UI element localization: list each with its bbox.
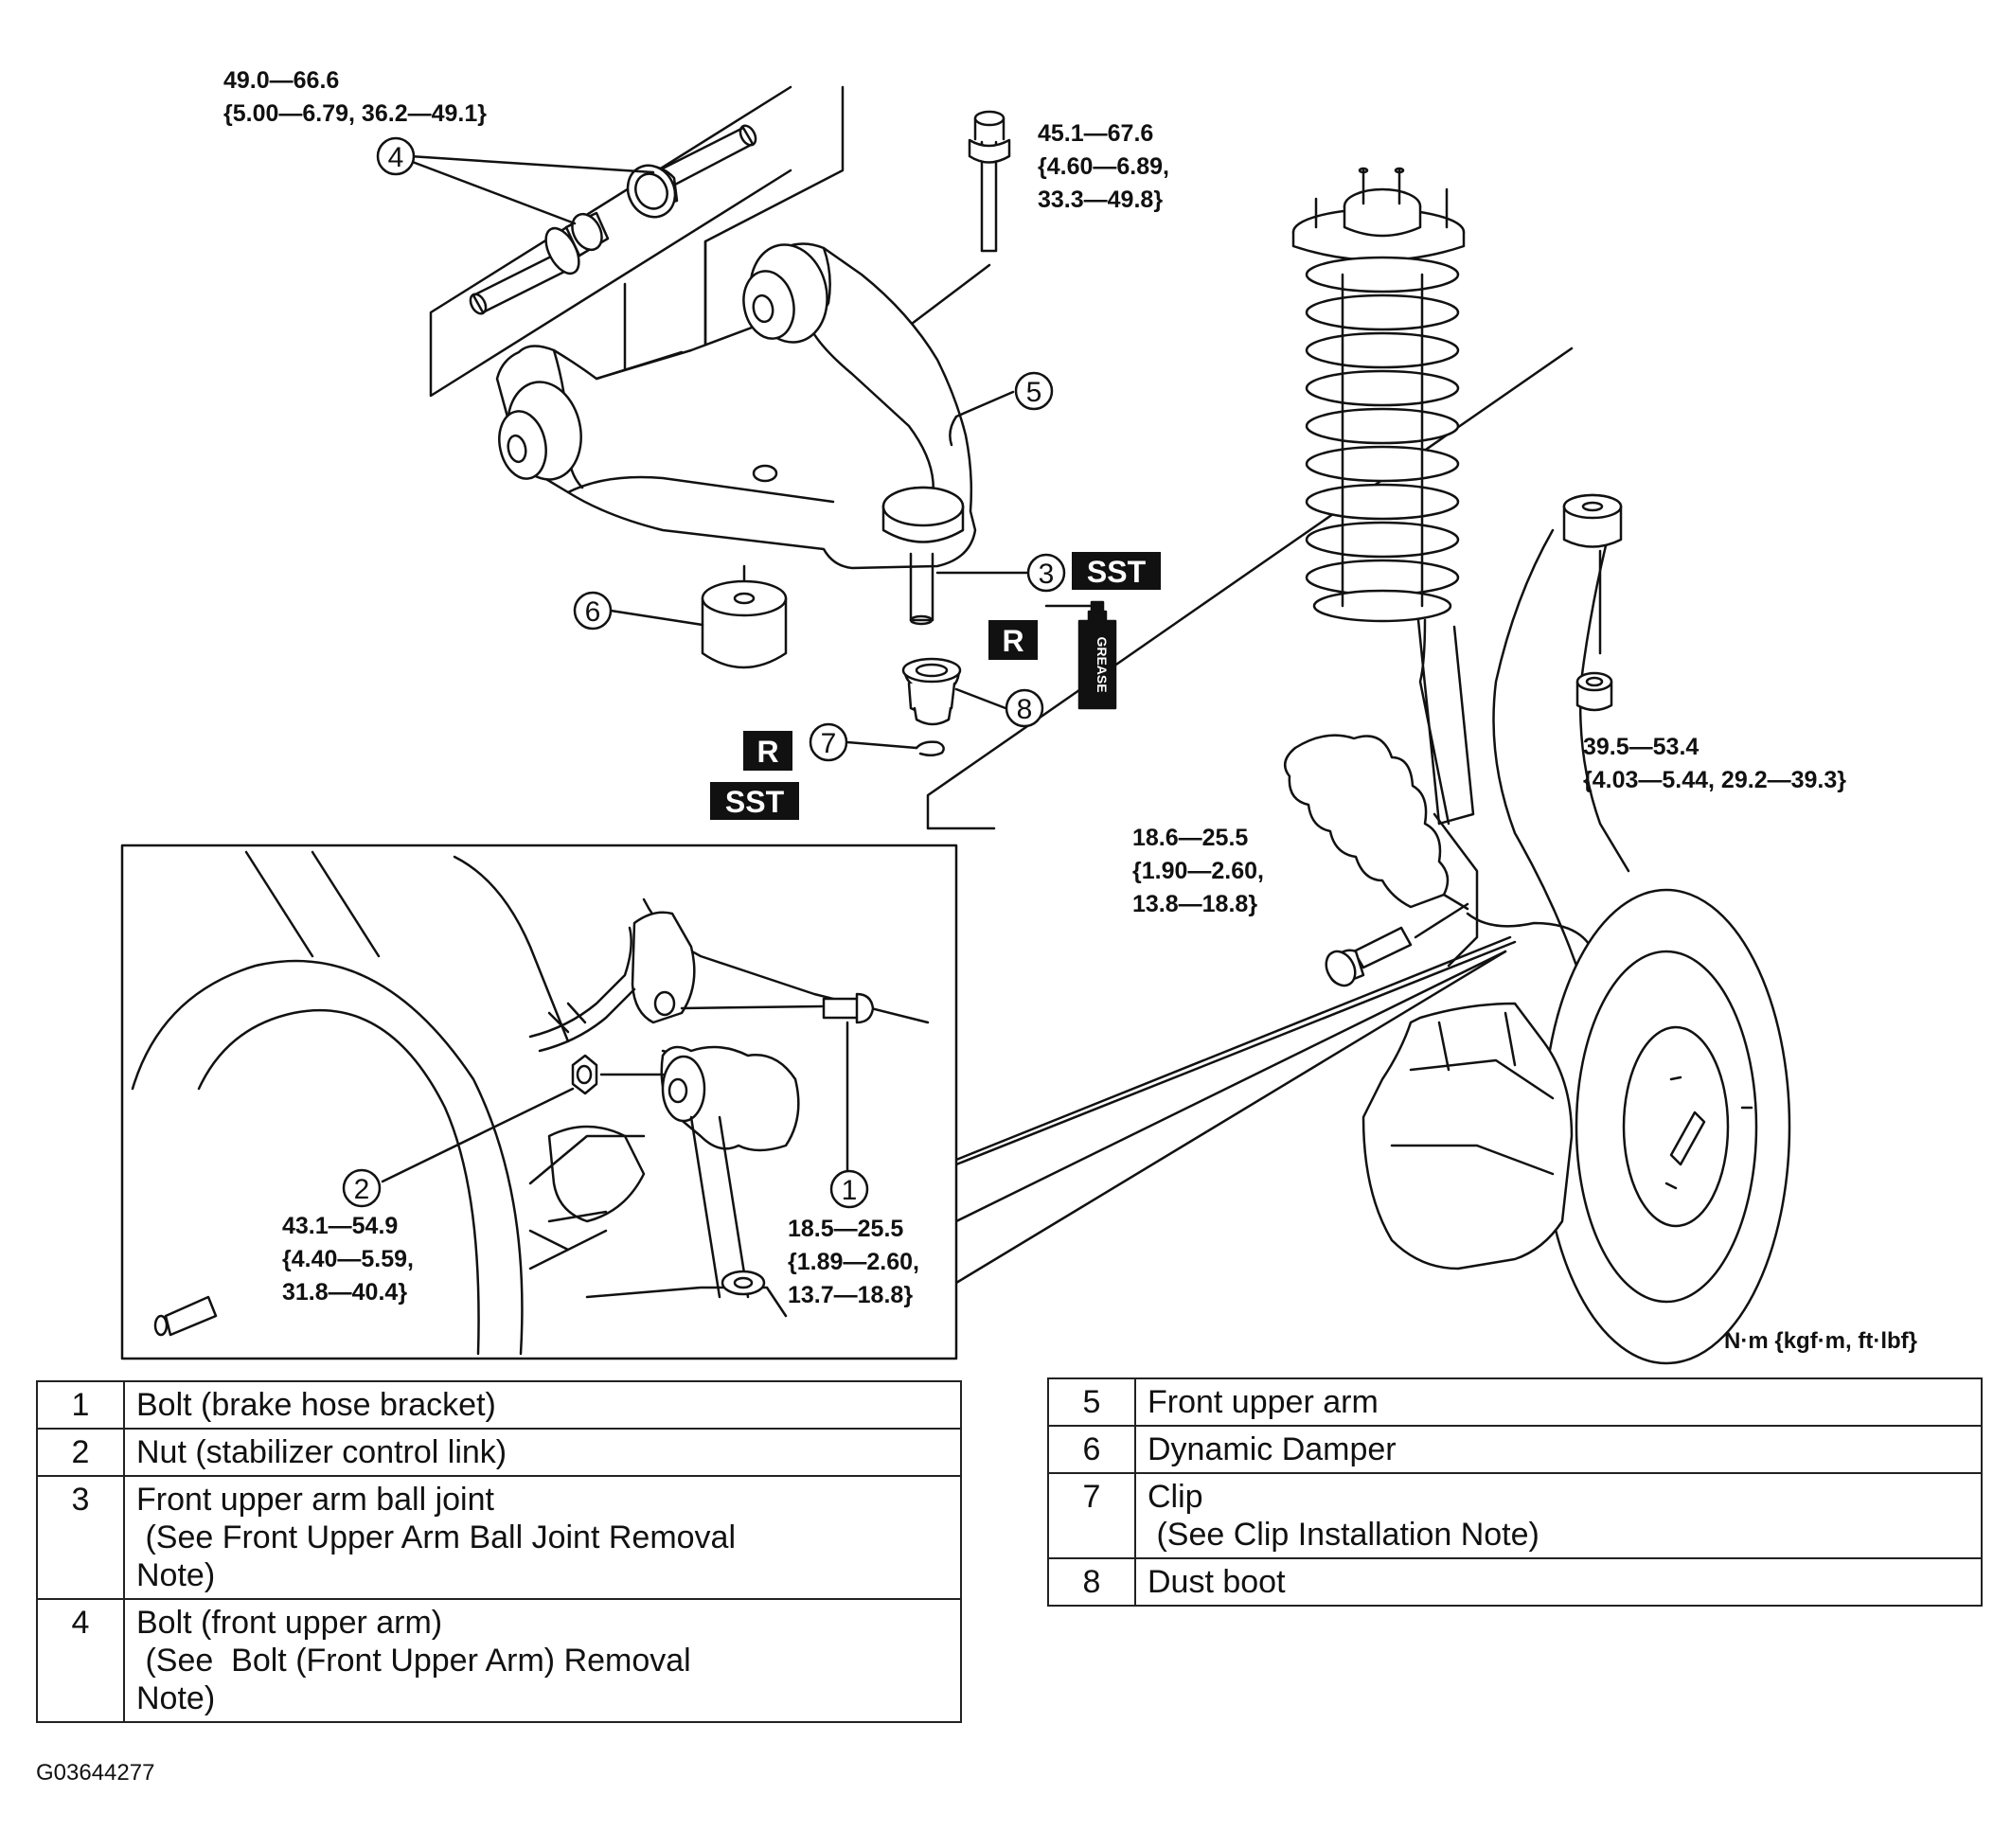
dust-boot — [901, 657, 962, 726]
parts-legend-left: 1 Bolt (brake hose bracket) 2 Nut (stabi… — [36, 1380, 962, 1723]
figure-code: G03644277 — [36, 1760, 154, 1786]
legend-description: Nut (stabilizer control link) — [123, 1428, 962, 1477]
svg-text:SST: SST — [725, 785, 785, 819]
brake-hose — [954, 912, 1593, 1285]
legend-row: 3 Front upper arm ball joint (See Front … — [36, 1475, 962, 1600]
knuckle-bolt — [1325, 902, 1469, 987]
torque-spec-nut-strut: 39.5—53.4 {4.03—5.44, 29.2—39.3} — [1583, 734, 1846, 793]
grease-label: GREASE — [1094, 636, 1110, 692]
callout-numbers: 4 5 3 6 8 7 2 1 — [354, 142, 1055, 1206]
grease-canister — [1044, 600, 1117, 710]
dynamic-damper — [701, 564, 788, 669]
steering-knuckle — [1492, 493, 1630, 968]
sst-badge-clip: SST — [710, 782, 799, 820]
knuckle-leader — [926, 346, 1574, 830]
svg-text:49.0—66.6: 49.0—66.6 — [223, 67, 339, 94]
svg-text:39.5—53.4: 39.5—53.4 — [1583, 734, 1699, 760]
callout-1: 1 — [842, 1175, 858, 1206]
torque-spec-bolt-ball-joint: 45.1—67.6 {4.60—6.89, 33.3—49.8} — [1038, 120, 1169, 213]
legend-description: Front upper arm — [1134, 1377, 1983, 1427]
callout-8: 8 — [1017, 694, 1033, 725]
brake-disc — [1541, 888, 1791, 1365]
callout-7: 7 — [821, 728, 837, 759]
clip — [915, 740, 945, 756]
callout-4-circle — [376, 136, 416, 176]
front-upper-arm — [495, 242, 977, 570]
svg-text:18.5—25.5: 18.5—25.5 — [788, 1216, 903, 1242]
detail-inset — [120, 844, 958, 1360]
leader-lines — [408, 154, 1048, 750]
ball-joint-stud — [909, 552, 934, 626]
legend-row: 1 Bolt (brake hose bracket) — [36, 1380, 962, 1430]
callout-8-circle — [1005, 688, 1044, 728]
legend-row: 8 Dust boot — [1047, 1557, 1983, 1607]
svg-text:{5.00—6.79, 36.2—49.1}: {5.00—6.79, 36.2—49.1} — [223, 100, 487, 127]
legend-row: 5 Front upper arm — [1047, 1377, 1983, 1427]
svg-text:45.1—67.6: 45.1—67.6 — [1038, 120, 1153, 147]
legend-row: 2 Nut (stabilizer control link) — [36, 1428, 962, 1477]
svg-text:13.8—18.8}: 13.8—18.8} — [1132, 891, 1257, 917]
torque-spec-bolt-brake-hose-bracket: 18.5—25.5 {1.89—2.60, 13.7—18.8} — [788, 1216, 919, 1308]
callout-circles — [342, 136, 1066, 1209]
bolt-front-upper-arm-b — [469, 211, 610, 315]
legend-description: Dust boot — [1134, 1557, 1983, 1607]
bolt-front-upper-arm-a — [626, 124, 757, 219]
callout-3-circle — [1026, 553, 1066, 593]
strut-nut — [1575, 671, 1613, 712]
svg-text:{4.03—5.44, 29.2—39.3}: {4.03—5.44, 29.2—39.3} — [1583, 767, 1846, 793]
legend-description: Dynamic Damper — [1134, 1425, 1983, 1474]
svg-text:18.6—25.5: 18.6—25.5 — [1132, 825, 1248, 851]
r-badge-clip: R — [743, 731, 792, 771]
legend-number: 8 — [1047, 1557, 1136, 1607]
callout-2-circle — [342, 1168, 382, 1208]
strut-assembly — [1291, 167, 1479, 968]
callout-4: 4 — [388, 142, 404, 173]
svg-text:43.1—54.9: 43.1—54.9 — [282, 1213, 398, 1239]
callout-6-circle — [573, 591, 613, 631]
svg-text:{4.40—5.59,: {4.40—5.59, — [282, 1246, 414, 1272]
svg-text:33.3—49.8}: 33.3—49.8} — [1038, 187, 1163, 213]
legend-number: 4 — [36, 1598, 125, 1723]
callout-6: 6 — [585, 596, 601, 628]
parts-legend-right: 5 Front upper arm 6 Dynamic Damper 7 Cli… — [1047, 1377, 1983, 1607]
legend-row: 7 Clip (See Clip Installation Note) — [1047, 1472, 1983, 1559]
callout-2: 2 — [354, 1174, 370, 1205]
bolt-alignment-guides — [429, 85, 845, 398]
svg-text:{1.89—2.60,: {1.89—2.60, — [788, 1249, 919, 1275]
torque-spec-bolt-front-upper-arm: 49.0—66.6 {5.00—6.79, 36.2—49.1} — [223, 67, 487, 127]
callout-7-circle — [809, 722, 848, 762]
svg-text:31.8—40.4}: 31.8—40.4} — [282, 1279, 407, 1306]
svg-text:{1.90—2.60,: {1.90—2.60, — [1132, 858, 1264, 884]
legend-row: 4 Bolt (front upper arm) (See Bolt (Fron… — [36, 1598, 962, 1723]
svg-text:{4.60—6.89,: {4.60—6.89, — [1038, 153, 1169, 180]
callout-3: 3 — [1039, 559, 1055, 590]
legend-number: 2 — [36, 1428, 125, 1477]
torque-spec-nut-stabilizer-link: 43.1—54.9 {4.40—5.59, 31.8—40.4} — [282, 1213, 414, 1306]
svg-text:SST: SST — [1087, 555, 1147, 589]
callout-5-circle — [1014, 371, 1054, 411]
legend-number: 5 — [1047, 1377, 1136, 1427]
callout-5: 5 — [1026, 377, 1042, 408]
callout-1-circle — [829, 1169, 869, 1209]
legend-number: 3 — [36, 1475, 125, 1600]
r-badge-dust-boot: R — [988, 620, 1038, 660]
sst-badge-ball-joint: SST — [1072, 552, 1161, 590]
legend-description: Clip (See Clip Installation Note) — [1134, 1472, 1983, 1559]
torque-units-note: N·m {kgf·m, ft·lbf} — [1724, 1328, 1917, 1354]
legend-description: Bolt (front upper arm) (See Bolt (Front … — [123, 1598, 962, 1723]
legend-row: 6 Dynamic Damper — [1047, 1425, 1983, 1474]
legend-description: Bolt (brake hose bracket) — [123, 1380, 962, 1430]
legend-description: Front upper arm ball joint (See Front Up… — [123, 1475, 962, 1600]
legend-number: 7 — [1047, 1472, 1136, 1559]
svg-text:R: R — [1002, 624, 1023, 658]
brake-caliper — [1361, 1002, 1574, 1270]
legend-number: 6 — [1047, 1425, 1136, 1474]
svg-text:13.7—18.8}: 13.7—18.8} — [788, 1282, 913, 1308]
torque-spec-bolt-knuckle: 18.6—25.5 {1.90—2.60, 13.8—18.8} — [1132, 825, 1264, 917]
svg-text:R: R — [756, 735, 778, 769]
legend-number: 1 — [36, 1380, 125, 1430]
